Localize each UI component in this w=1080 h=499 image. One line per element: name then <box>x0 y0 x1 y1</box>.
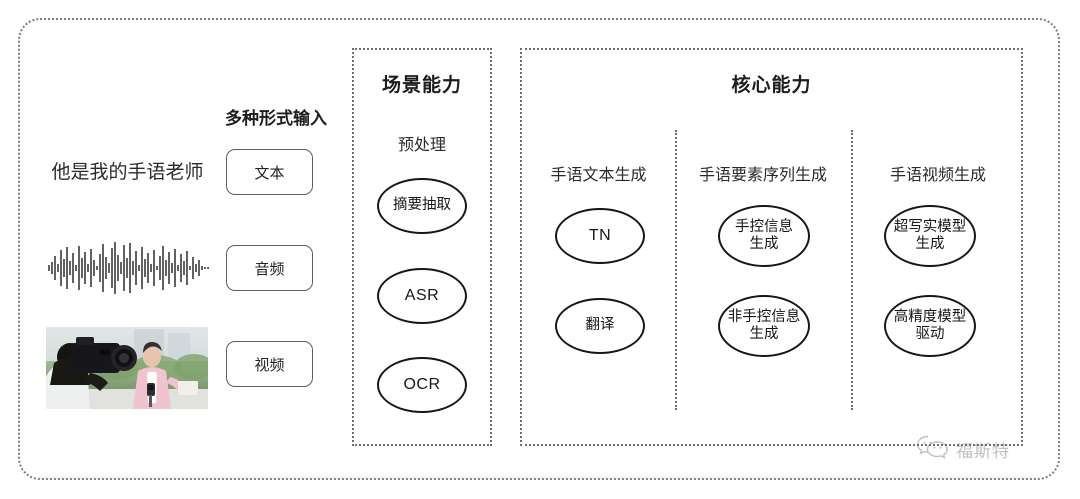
node-photorealistic-model-generation[interactable]: 超写实模型生成 <box>884 205 976 267</box>
core-column-label-video-generation: 手语视频生成 <box>889 167 986 184</box>
node-summary-extraction-label: 摘要抽取 <box>393 197 451 214</box>
core-column-label-element-sequence: 手语要素序列生成 <box>698 167 827 184</box>
node-ocr[interactable]: OCR <box>377 357 467 413</box>
node-manual-signal-generation[interactable]: 手控信息生成 <box>718 205 810 267</box>
core-column-label-text-generation: 手语文本生成 <box>550 167 647 184</box>
node-translation-label: 翻译 <box>585 317 615 334</box>
core-panel-divider-1 <box>675 130 677 410</box>
outer-frame <box>18 18 1060 480</box>
video-thumbnail-image <box>46 327 208 409</box>
node-tn-label: TN <box>588 226 612 244</box>
input-modality-audio[interactable]: 音频 <box>226 245 313 291</box>
node-tn[interactable]: TN <box>555 208 645 264</box>
wechat-icon <box>916 434 950 465</box>
node-ocr-label: OCR <box>403 375 441 393</box>
node-asr-label: ASR <box>404 286 440 304</box>
node-translation[interactable]: 翻译 <box>555 298 645 354</box>
node-asr[interactable]: ASR <box>377 268 467 324</box>
input-modality-text-label: 文本 <box>254 164 285 182</box>
scene-column-label-preprocess: 预处理 <box>397 137 446 154</box>
sample-sentence-text: 他是我的手语老师 <box>51 162 204 183</box>
input-modality-text[interactable]: 文本 <box>226 149 313 195</box>
input-modality-audio-label: 音频 <box>254 260 285 278</box>
core-panel-title: 核心能力 <box>731 75 812 96</box>
node-highprecision-model-driving[interactable]: 高精度模型驱动 <box>884 295 976 357</box>
audio-waveform-icon <box>44 240 212 296</box>
node-manual-signal-generation-label: 手控信息生成 <box>735 218 793 252</box>
node-summary-extraction[interactable]: 摘要抽取 <box>377 178 467 234</box>
scene-panel-title: 场景能力 <box>381 75 462 96</box>
input-section-heading: 多种形式输入 <box>225 109 327 128</box>
node-highprecision-model-driving-label: 高精度模型驱动 <box>893 308 967 342</box>
core-capability-panel: 核心能力 手语文本生成 TN 翻译 手语要素序列生成 手控信息生成 非手控信息生… <box>520 48 1023 446</box>
scene-capability-panel: 场景能力 预处理 摘要抽取 ASR OCR <box>352 48 492 446</box>
node-nonmanual-signal-generation[interactable]: 非手控信息生成 <box>718 295 810 357</box>
input-modality-video-label: 视频 <box>254 356 285 374</box>
watermark: 福斯特 <box>916 434 1010 465</box>
node-nonmanual-signal-generation-label: 非手控信息生成 <box>727 308 801 342</box>
core-panel-divider-2 <box>851 130 853 410</box>
node-photorealistic-model-generation-label: 超写实模型生成 <box>893 218 967 252</box>
watermark-text: 福斯特 <box>956 442 1010 461</box>
input-modality-video[interactable]: 视频 <box>226 341 313 387</box>
